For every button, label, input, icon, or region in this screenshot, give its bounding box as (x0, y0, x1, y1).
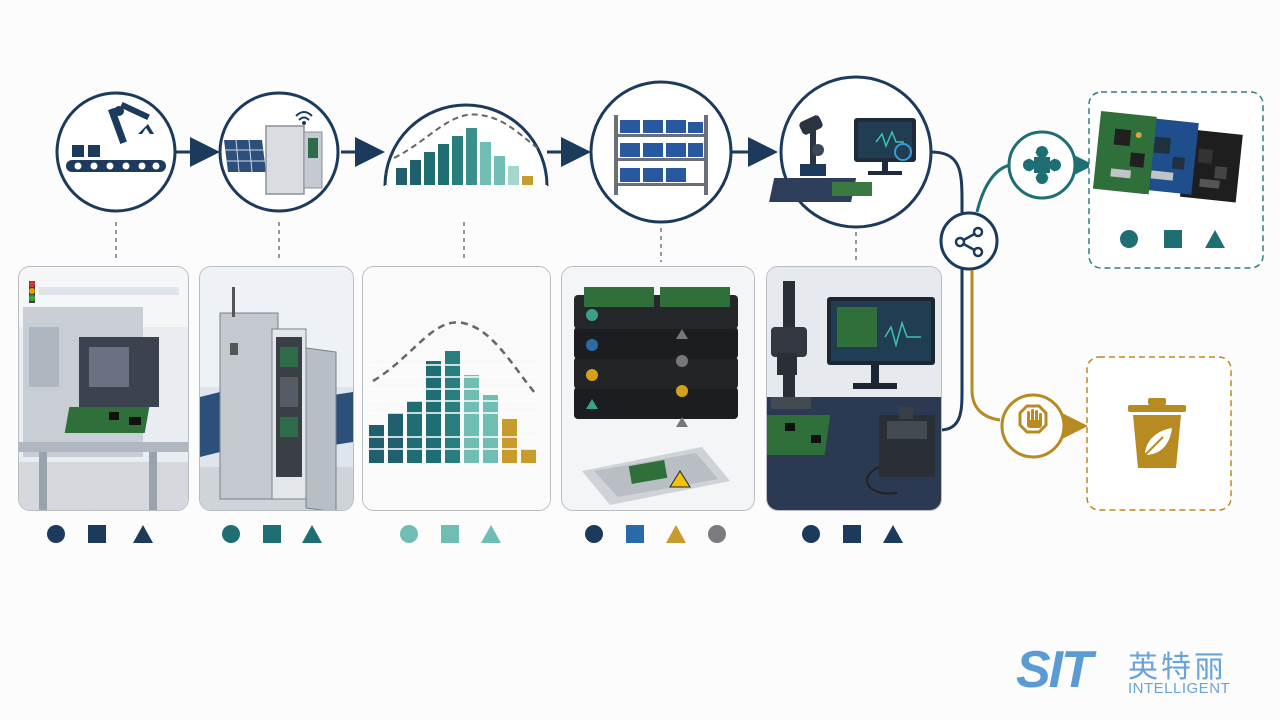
panel-storage (561, 266, 755, 511)
recycle-bin-leaf-icon (1128, 398, 1186, 468)
discard-branch-line (970, 270, 1001, 422)
reuse-markers (1120, 230, 1225, 248)
marker-triangle (133, 525, 153, 543)
markers-distribution (400, 525, 501, 543)
bar-chart-bell-curve (363, 267, 550, 510)
marker-square (843, 525, 861, 543)
flow-to-branch (930, 150, 964, 222)
marker-square (626, 525, 644, 543)
marker-circle (400, 525, 418, 543)
three-pcb-boards (1092, 111, 1243, 203)
panel-markers (47, 525, 903, 543)
markers-field-deployment (222, 525, 322, 543)
inspection-station (767, 267, 941, 510)
discard-node (1000, 393, 1066, 459)
stage-circle (55, 91, 177, 213)
panel-inspection (766, 266, 942, 511)
panel-assembly-line (18, 266, 189, 511)
company-logo: SIT 英特丽 INTELLIGENT (1016, 640, 1256, 702)
stage-inspection (769, 75, 933, 229)
microscope-monitor-icon (769, 115, 916, 202)
smt-machine-with-pcb (19, 267, 188, 510)
outdoor-electrical-cabinet (200, 267, 353, 510)
stage-assembly-line (55, 91, 177, 213)
stacked-pcb-trays-esd-bag (562, 267, 754, 510)
panel-field-deployment (199, 266, 354, 511)
marker-square (263, 525, 281, 543)
logo-mark: SIT (1016, 641, 1093, 699)
reuse-node (1007, 130, 1077, 200)
puzzle-piece-icon (1023, 146, 1061, 184)
markers-inspection (802, 525, 903, 543)
marker-circle (1120, 230, 1138, 248)
panel-distribution (362, 266, 551, 511)
branch-node (939, 211, 999, 271)
marker-triangle (666, 525, 686, 543)
stage-distribution (383, 103, 549, 187)
marker-circle (708, 525, 726, 543)
marker-circle (222, 525, 240, 543)
stage-storage (589, 80, 733, 224)
marker-triangle (481, 525, 501, 543)
reuse-branch-line (975, 163, 1011, 213)
robot-arm-conveyor-icon (66, 101, 166, 172)
dashed-drops (115, 222, 857, 262)
marker-circle (802, 525, 820, 543)
marker-triangle (1205, 230, 1225, 248)
markers-assembly-line (47, 525, 153, 543)
logo-chinese-name: 英特丽 (1128, 650, 1227, 685)
marker-circle (585, 525, 603, 543)
shelving-bins-icon (614, 115, 708, 195)
share-split-icon (954, 226, 984, 258)
solar-cabinet-wifi-icon (224, 111, 323, 195)
marker-triangle (883, 525, 903, 543)
marker-square (441, 525, 459, 543)
flow-from-inspection-panel (939, 268, 964, 432)
bar-chart-bell-curve-icon (393, 113, 541, 185)
markers-storage (585, 525, 726, 543)
stage-field-deployment (218, 91, 340, 213)
marker-triangle (302, 525, 322, 543)
marker-circle (47, 525, 65, 543)
logo-english-name: INTELLIGENT (1128, 680, 1231, 697)
marker-square (1164, 230, 1182, 248)
marker-square (88, 525, 106, 543)
stop-hand-icon (1018, 404, 1048, 434)
